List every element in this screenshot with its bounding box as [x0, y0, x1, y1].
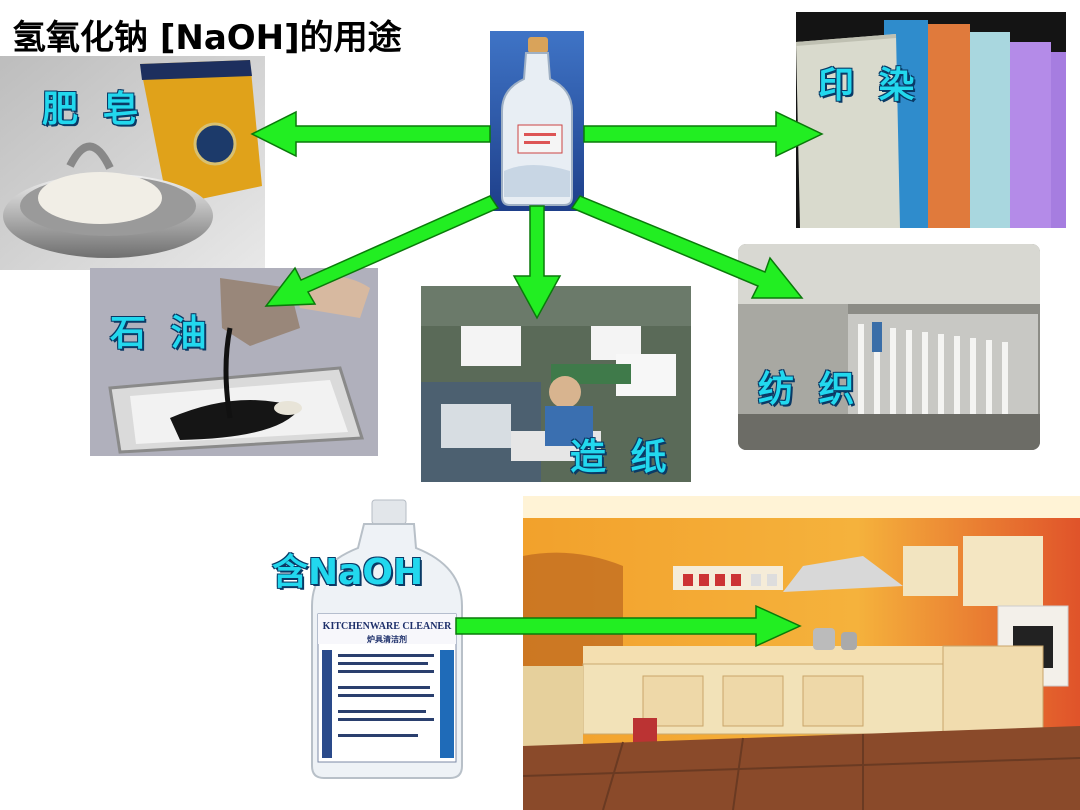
- petroleum-label: 石 油: [110, 313, 213, 354]
- cleaner-brand-text: KITCHENWARE CLEANER: [322, 621, 452, 632]
- arrow-to-dyeing: [583, 110, 824, 158]
- textile-label: 纺 织: [758, 369, 861, 410]
- textile-image: [738, 244, 1040, 450]
- cleaner-cn-name: 炉具清洁剂: [367, 635, 407, 644]
- dyeing-label: 印 染: [818, 65, 921, 106]
- dyeing-image: [796, 12, 1066, 228]
- soap-label: 肥 皂: [42, 89, 145, 130]
- naoh-bottle-image: [490, 31, 584, 211]
- page-title: 氢氧化钠 [NaOH]的用途: [12, 18, 402, 58]
- kitchen-cleaner-image: KITCHENWARE CLEANER 炉具清洁剂: [310, 496, 464, 782]
- paper-label: 造 纸: [570, 437, 673, 478]
- arrow-to-soap: [250, 110, 491, 158]
- kitchen-image: [523, 496, 1080, 810]
- soap-image: [0, 56, 265, 270]
- petroleum-image: [90, 268, 378, 456]
- cleaner-label: 含NaOH: [272, 552, 424, 593]
